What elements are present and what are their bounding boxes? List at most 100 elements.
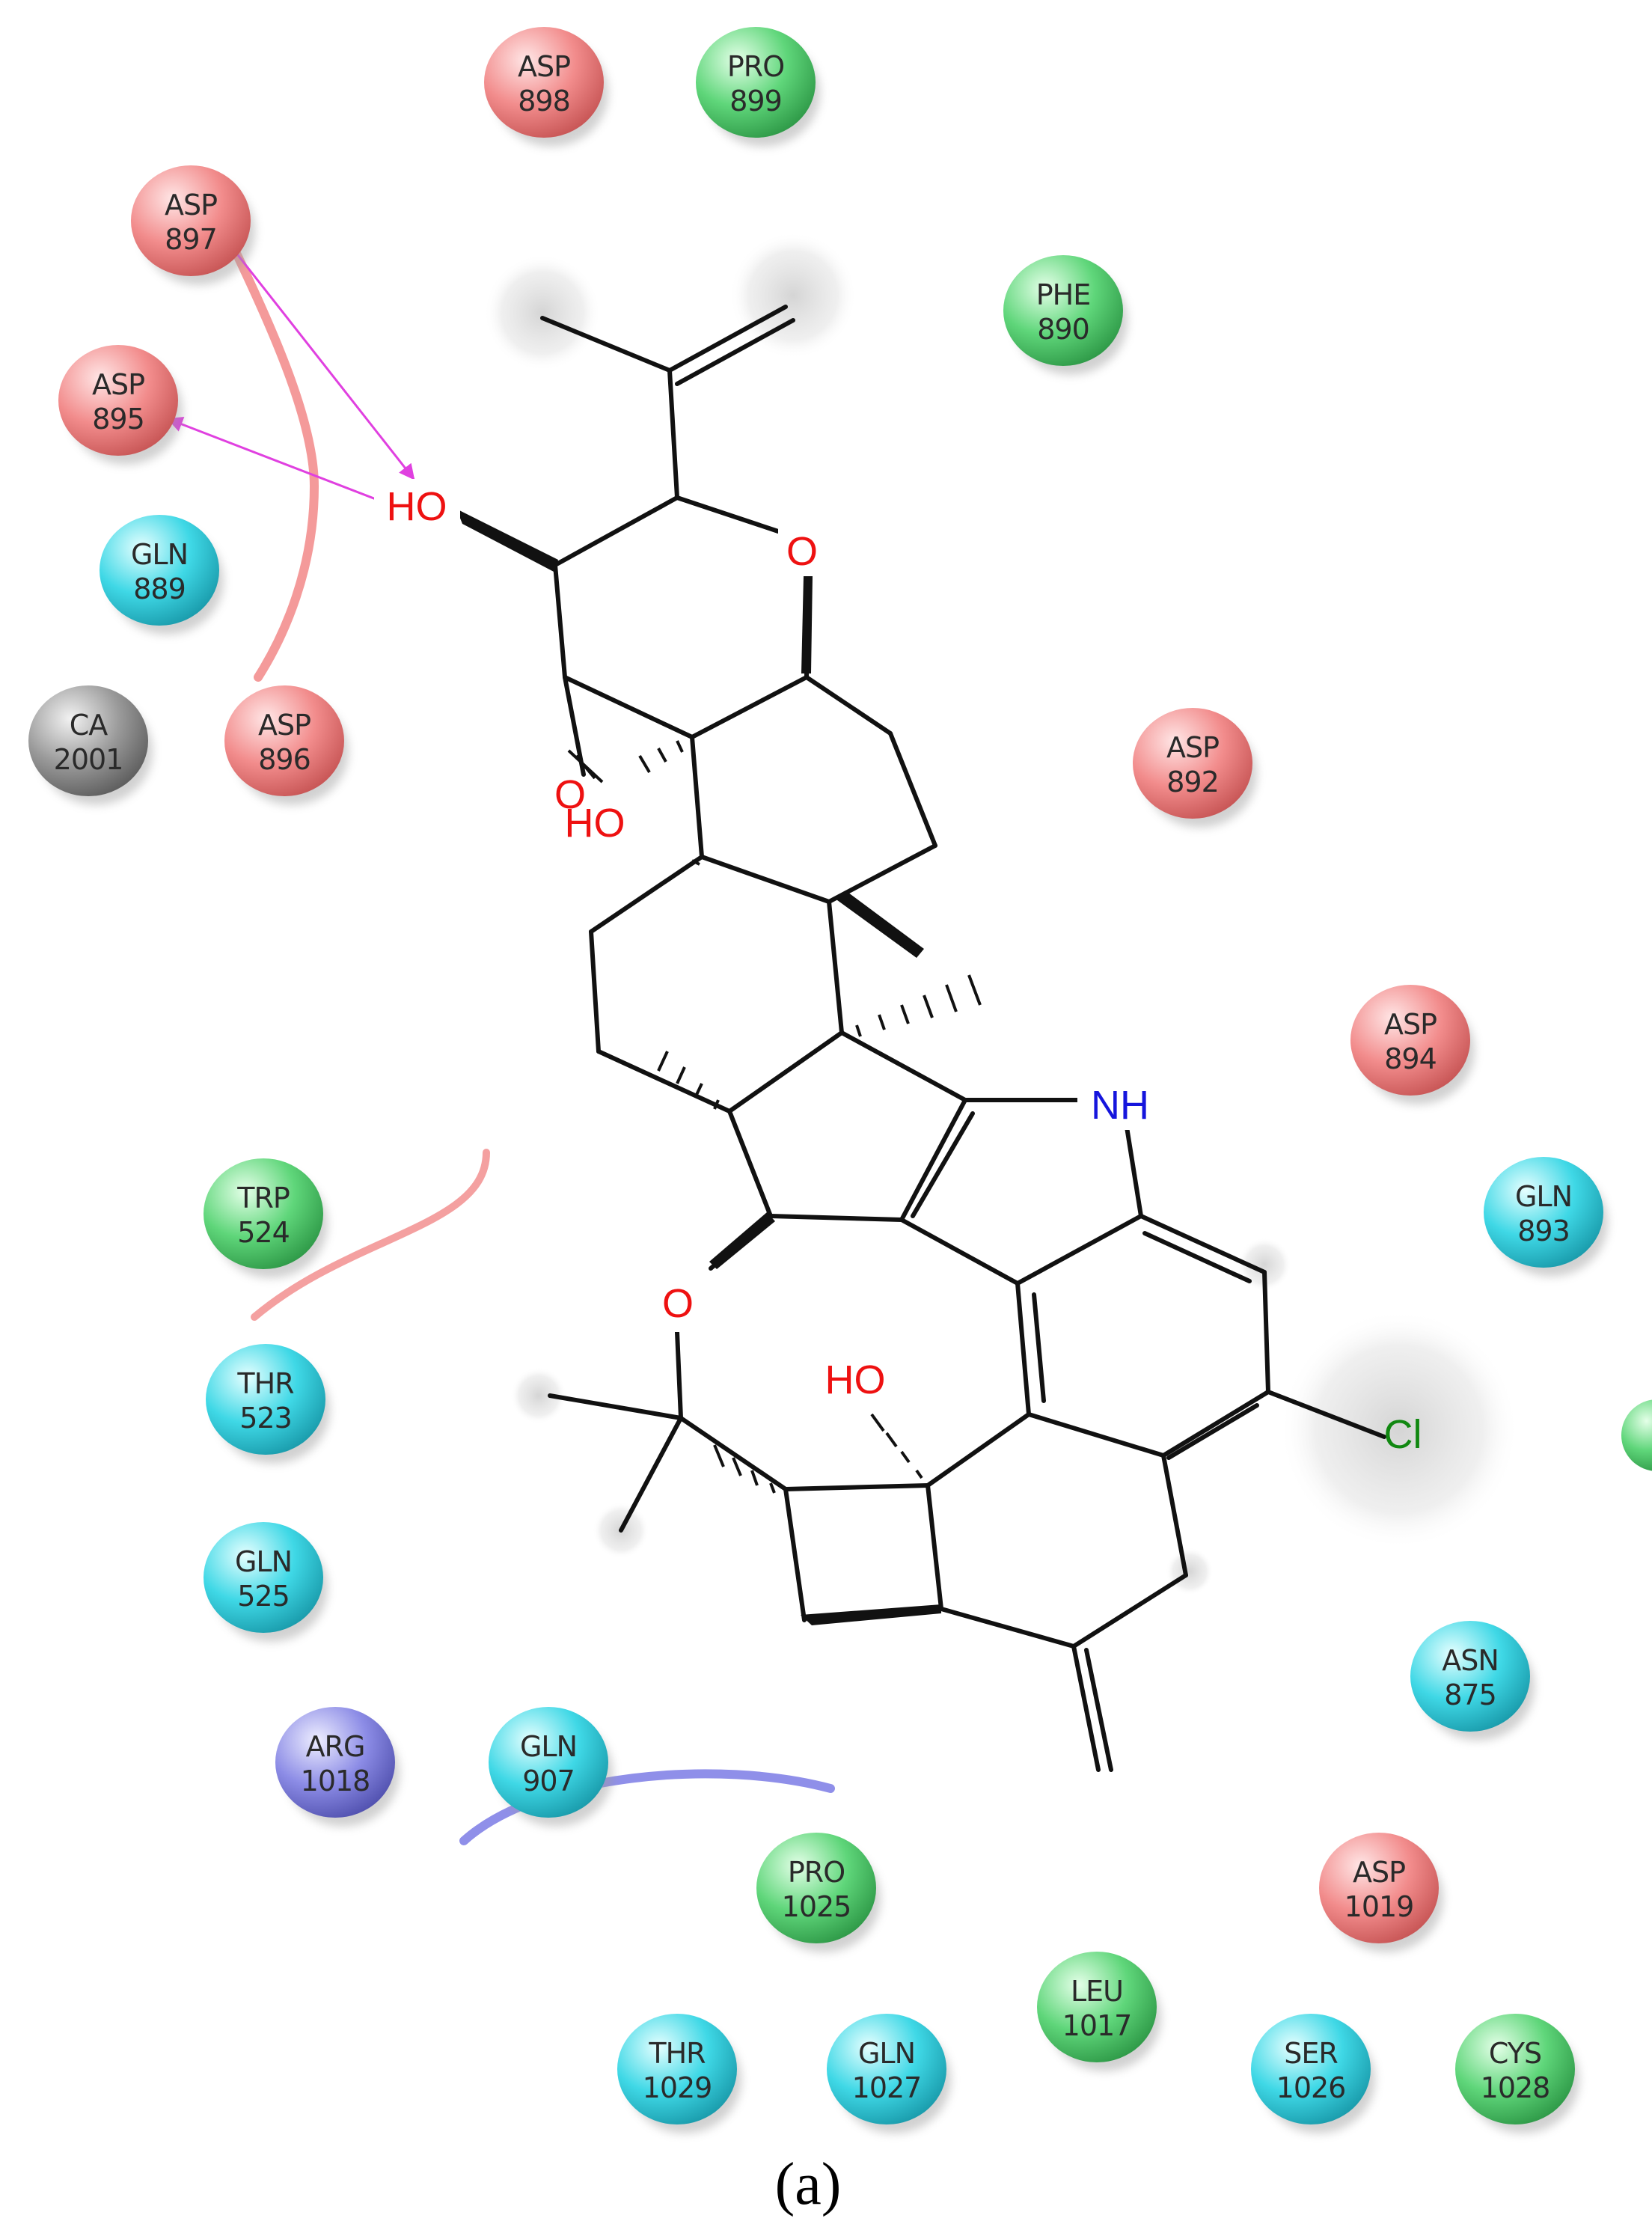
residue-bubble <box>28 685 148 796</box>
residue-name: CYS <box>1489 2037 1541 2070</box>
salt-bridge-curve-top <box>220 224 319 682</box>
residue-number: 1025 <box>782 1890 851 1923</box>
residue-name: THR <box>648 2037 706 2070</box>
residue-name: ASP <box>518 50 570 83</box>
residue-name: ASP <box>165 189 217 222</box>
residue-name: ASP <box>1384 1008 1437 1041</box>
hbond-arrow-asp895 <box>167 417 382 503</box>
residue-bubble <box>1037 1952 1157 2062</box>
halo-methylene-top <box>729 232 857 359</box>
residue-name: ARG <box>306 1730 365 1763</box>
halo-methyl-left <box>484 254 601 371</box>
residue-number: 890 <box>1037 313 1089 346</box>
interactions <box>167 224 835 1845</box>
residue-bubble <box>204 1522 323 1633</box>
residue-bubble <box>1410 1621 1530 1732</box>
atom-ho-mid: HO <box>565 801 625 846</box>
residue-bubble <box>224 685 344 796</box>
residue-name: ASP <box>92 368 144 401</box>
residue-number: 892 <box>1166 766 1219 798</box>
salt-bridge-curve-mid <box>251 1149 490 1321</box>
hashed-bonds <box>567 740 982 1494</box>
residue-name: ASP <box>1353 1856 1405 1889</box>
stereo-bonds <box>456 509 941 1625</box>
residue-number: 1017 <box>1062 2009 1132 2042</box>
solvent-exposure-halos <box>484 232 1519 1595</box>
residue-number: 1018 <box>301 1765 370 1797</box>
residue-number: 889 <box>133 572 186 605</box>
residue-number: 895 <box>92 403 144 436</box>
residue-bubble <box>1350 985 1470 1096</box>
atom-cl: Cl <box>1384 1412 1422 1457</box>
residue-name: ASN <box>1442 1644 1499 1677</box>
residue-name: SER <box>1284 2037 1338 2070</box>
halo-chlorine <box>1279 1310 1519 1549</box>
residue-bubble <box>206 1344 325 1455</box>
residue-bubble <box>756 1833 876 1943</box>
residue-number: 898 <box>518 85 570 117</box>
residue-bubble <box>1133 708 1252 819</box>
residue-number: 1029 <box>643 2071 712 2104</box>
residue-name: ASP <box>1166 731 1219 764</box>
residue-name: GLN <box>858 2037 915 2070</box>
residue-name: GLN <box>1515 1180 1572 1213</box>
residue-number: 1027 <box>852 2071 922 2104</box>
residue-name: PRO <box>727 50 784 83</box>
residue-bubble <box>1251 2014 1371 2124</box>
residue-number: 524 <box>237 1216 290 1249</box>
residue-number: 899 <box>729 85 782 117</box>
residue-bubble <box>1319 1833 1439 1943</box>
atom-o-lower: O <box>662 1281 694 1326</box>
residue-name: PRO <box>788 1856 845 1889</box>
figure-caption: (a) <box>775 2151 842 2217</box>
atom-o-ring: O <box>786 529 818 574</box>
residue-number: 897 <box>165 223 217 256</box>
residue-name: GLN <box>131 538 188 571</box>
halo-aromatic-ch <box>1238 1238 1291 1292</box>
residue-bubble <box>275 1707 395 1818</box>
residue-bubble <box>1455 2014 1575 2124</box>
residue-name: LEU <box>1071 1975 1123 2008</box>
hbond-arrow-asp897 <box>223 237 415 480</box>
atom-labels: HO O O HO NH O HO Cl <box>374 479 1422 1457</box>
residue-bubble <box>131 165 251 276</box>
residue-partial-edge <box>1621 1399 1652 1471</box>
residue-number: 1019 <box>1344 1890 1414 1923</box>
residue-bubble <box>204 1158 323 1269</box>
residue-bubble <box>1003 255 1123 366</box>
residue-number: 525 <box>237 1580 290 1613</box>
residue-bubble <box>827 2014 946 2124</box>
pi-cation-curve <box>459 1769 835 1845</box>
residue-number: 875 <box>1444 1678 1496 1711</box>
residue-number: 2001 <box>54 743 123 776</box>
halo-methyl-a <box>510 1367 567 1424</box>
residue-bubble <box>1484 1157 1603 1268</box>
residue-number: 894 <box>1384 1042 1437 1075</box>
residue-number: 907 <box>522 1765 575 1797</box>
residue-name: GLN <box>235 1545 292 1578</box>
residue-bubble <box>484 27 604 138</box>
